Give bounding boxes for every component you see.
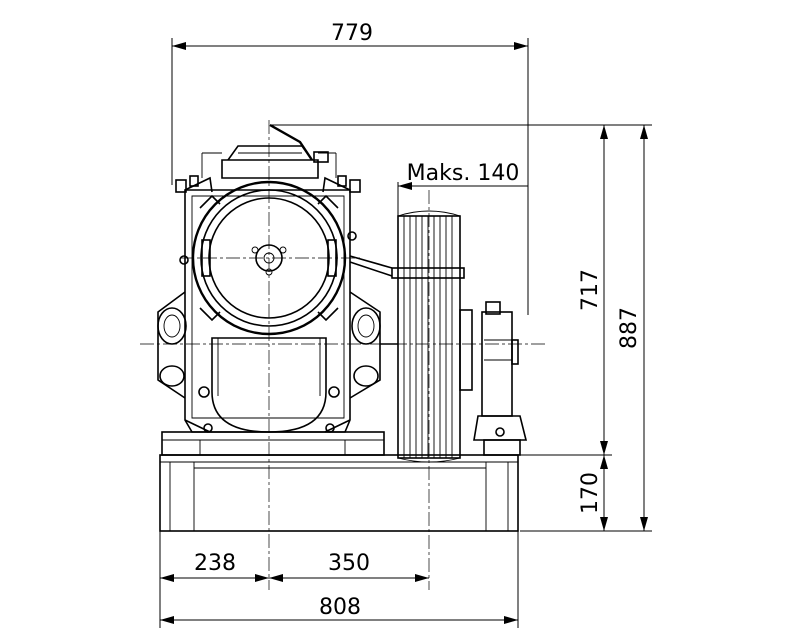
dimension-total-height: 887	[617, 307, 642, 349]
base-frame	[159, 454, 519, 532]
dimension-overall-top: 779	[331, 21, 373, 46]
gearbox-housing	[157, 123, 385, 456]
center-lines	[140, 120, 548, 590]
dimension-lines	[159, 38, 652, 628]
rope-sheave	[349, 210, 473, 463]
dimension-left-offset: 238	[194, 551, 236, 576]
dimension-machine-height: 717	[578, 269, 603, 311]
dimension-rope-max: Maks. 140	[407, 161, 520, 186]
dimension-sheave-offset: 350	[328, 551, 370, 576]
outboard-bearing	[473, 301, 528, 456]
dimension-overall-bottom: 808	[319, 595, 361, 620]
dimension-frame-height: 170	[578, 472, 603, 514]
